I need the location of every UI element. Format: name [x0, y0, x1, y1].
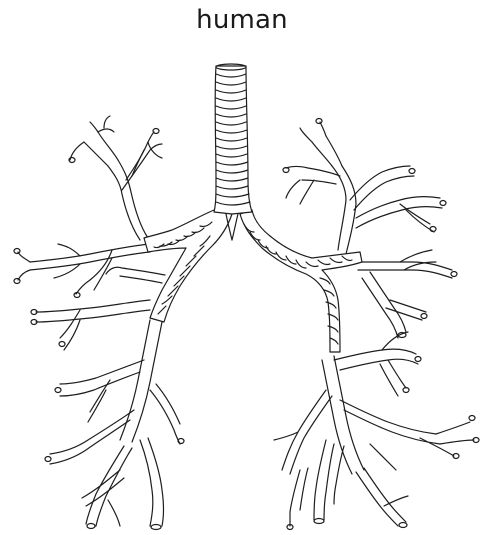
left-bronchial-branches	[14, 116, 184, 530]
main-bronchi	[144, 210, 362, 352]
right-bronchial-branches	[274, 119, 479, 530]
